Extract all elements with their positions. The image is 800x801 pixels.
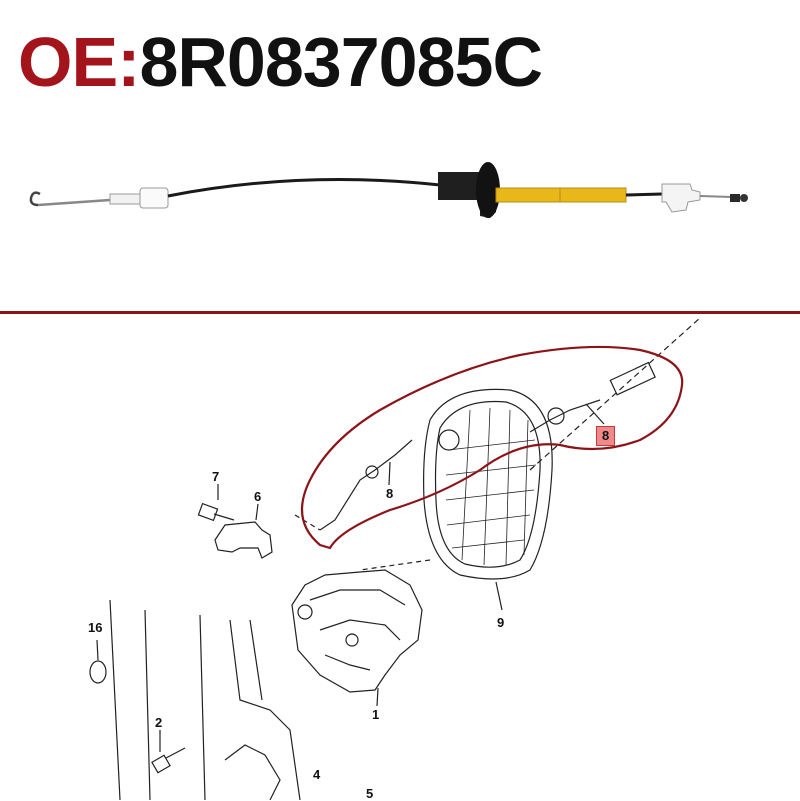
callout-1: 1 xyxy=(372,707,380,722)
callout-7: 7 xyxy=(212,469,220,484)
callout-16: 16 xyxy=(88,620,103,635)
exploded-parts-diagram xyxy=(89,317,701,800)
callout-9: 9 xyxy=(497,615,505,630)
cable-product-photo xyxy=(29,162,748,218)
callout-2: 2 xyxy=(155,715,163,730)
oe-prefix: OE: xyxy=(18,23,140,101)
callout-8-highlighted: 8 xyxy=(596,426,616,446)
callout-4: 4 xyxy=(313,767,321,782)
callout-5: 5 xyxy=(366,786,374,801)
section-divider xyxy=(0,311,800,314)
part-number-heading: OE:8R0837085C xyxy=(18,22,543,102)
callout-6: 6 xyxy=(254,489,262,504)
callout-8: 8 xyxy=(386,486,394,501)
part-number: 8R0837085C xyxy=(139,23,543,101)
